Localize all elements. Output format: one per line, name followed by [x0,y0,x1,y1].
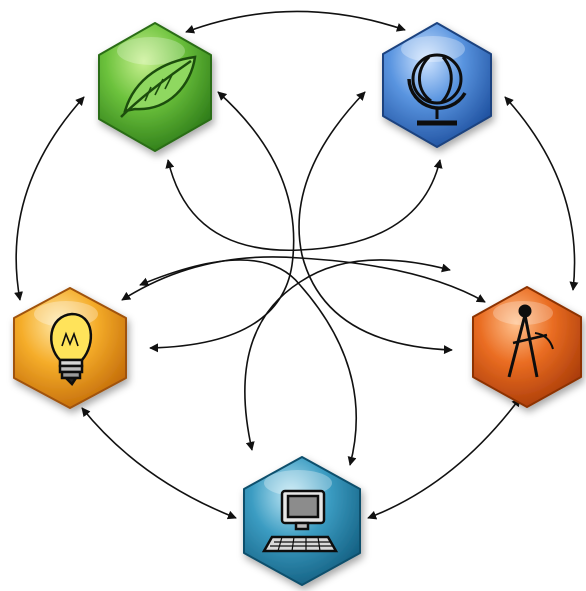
arrow-nature-world-inner [165,159,443,252]
lightbulb-icon [50,312,93,386]
node-world [382,22,492,148]
arrow-technology-lower-inner [139,259,358,466]
node-nature [98,22,212,152]
node-technology [243,456,361,586]
arrow-world-design [504,96,579,291]
node-design [472,286,582,408]
leaf-icon [120,55,197,118]
compass-icon [507,304,554,378]
arrow-design-technology [367,397,521,520]
arrow-technology-upper-inner [244,259,451,451]
connection-arrows [14,10,579,520]
arrow-idea-nature [14,96,85,301]
arrow-nature-world [185,10,406,34]
arrow-technology-idea [81,407,237,520]
globe-icon [407,53,467,126]
node-idea [13,287,127,409]
computer-icon [261,489,339,553]
